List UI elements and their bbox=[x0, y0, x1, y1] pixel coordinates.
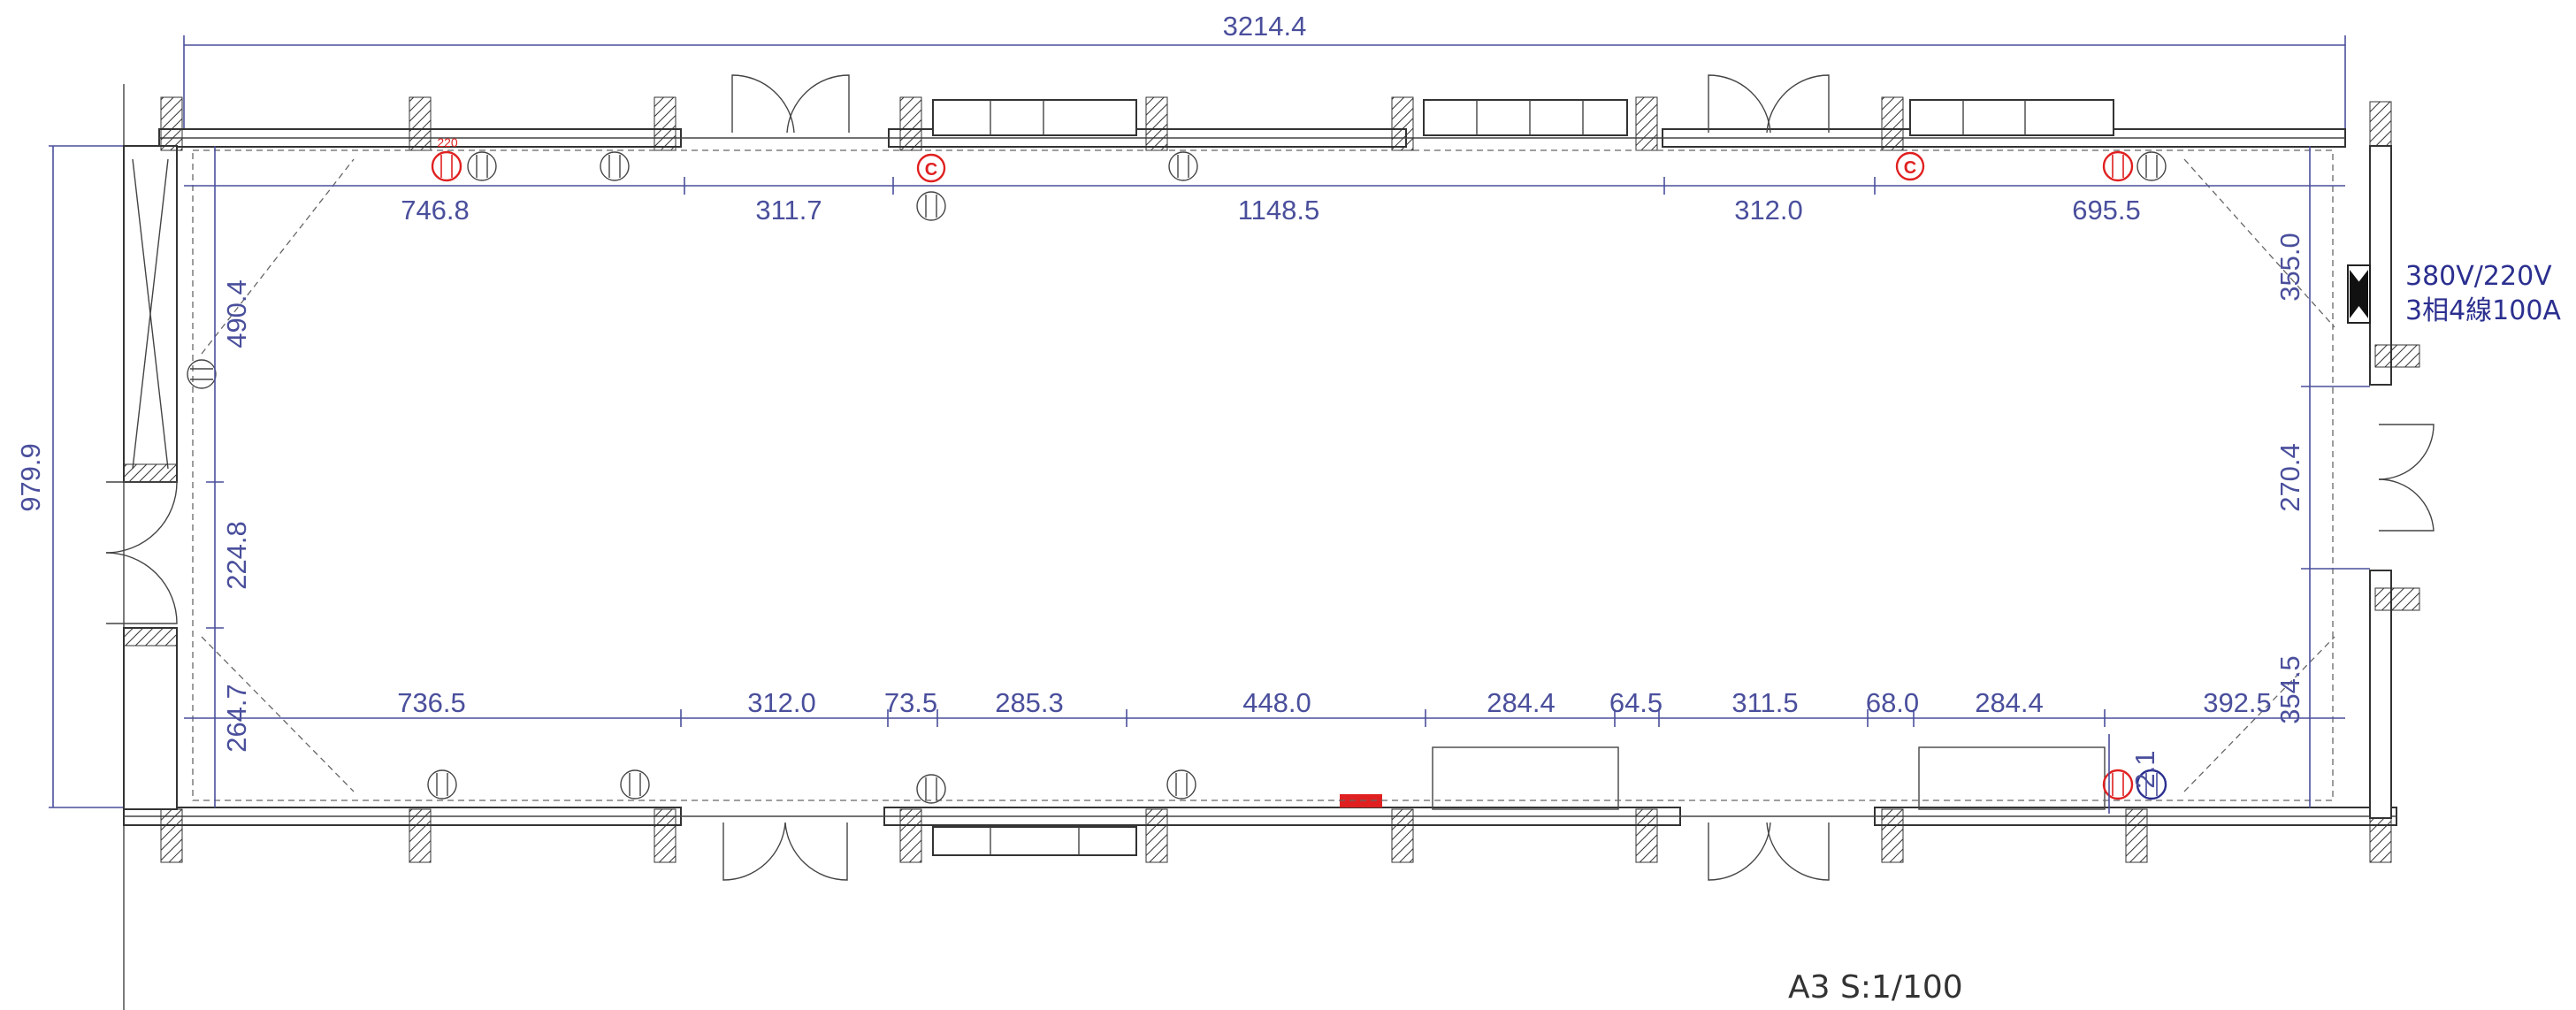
bottom-segment-6: 284.4 bbox=[1487, 687, 1556, 718]
outlet-icon bbox=[620, 769, 650, 800]
c-outlet-icon: C bbox=[1895, 151, 1925, 181]
outlet-icon bbox=[187, 359, 217, 389]
electrical-panel-icon bbox=[2347, 264, 2371, 324]
outlet-icon bbox=[427, 769, 457, 800]
left-segment-3: 264.7 bbox=[221, 684, 252, 753]
bottom-segment-2: 312.0 bbox=[747, 687, 816, 718]
dashed-outline bbox=[192, 149, 2335, 801]
red-outlet-icon bbox=[2102, 769, 2134, 800]
bottom-wall bbox=[123, 746, 2397, 856]
top-segment-3: 1148.5 bbox=[1238, 195, 1320, 226]
outlet-icon bbox=[916, 774, 946, 804]
outlet-icon bbox=[916, 191, 946, 221]
left-segment-2: 224.8 bbox=[221, 521, 252, 590]
red-outlet-icon bbox=[2102, 150, 2134, 182]
top-segment-4: 312.0 bbox=[1734, 195, 1803, 226]
c-outlet-icon: C bbox=[916, 153, 946, 183]
scale-note: A3 S:1/100 bbox=[1788, 969, 1963, 1006]
red-outlet-icon bbox=[431, 150, 462, 182]
bottom-segment-5: 448.0 bbox=[1242, 687, 1311, 718]
bottom-segment-1: 736.5 bbox=[397, 687, 466, 718]
outlet-icon bbox=[600, 151, 630, 181]
bottom-dimension-line: 736.5 312.0 73.5 285.3 448.0 284.4 64.5 … bbox=[184, 687, 2345, 727]
bottom-segment-8: 311.5 bbox=[1731, 687, 1798, 718]
right-wall bbox=[2369, 101, 2420, 863]
left-wall bbox=[123, 145, 178, 810]
top-segment-2: 311.7 bbox=[755, 195, 822, 226]
right-segment-1: 355.0 bbox=[2274, 233, 2305, 302]
overall-width-dimension: 3214.4 bbox=[183, 11, 2346, 146]
top-dimension-line: 746.8 311.7 1148.5 312.0 695.5 bbox=[184, 177, 2345, 226]
bottom-segment-4: 285.3 bbox=[995, 687, 1064, 718]
bottom-segment-3: 73.5 bbox=[884, 687, 937, 718]
outlet-icon bbox=[2136, 151, 2167, 181]
bottom-segment-9: 68.0 bbox=[1866, 687, 1919, 718]
right-segment-2: 270.4 bbox=[2274, 443, 2305, 512]
top-segment-1: 746.8 bbox=[401, 195, 470, 226]
svg-text:C: C bbox=[1904, 158, 1916, 178]
top-wall bbox=[158, 99, 2346, 148]
left-dimension-line: 490.4 224.8 264.7 bbox=[206, 146, 252, 807]
doors bbox=[105, 74, 2435, 881]
outlet-220-label: 220 bbox=[437, 135, 458, 149]
outlet-icon bbox=[1166, 769, 1196, 800]
power-note-line1: 380V/220V bbox=[2405, 261, 2552, 292]
right-dimension-line: 355.0 270.4 354.5 bbox=[2274, 146, 2370, 807]
right-segment-3: 354.5 bbox=[2274, 655, 2305, 724]
outlet-icon bbox=[1168, 151, 1198, 181]
top-segment-5: 695.5 bbox=[2072, 195, 2141, 226]
left-segment-1: 490.4 bbox=[221, 279, 252, 348]
overall-depth-label: 979.9 bbox=[15, 443, 46, 512]
bottom-segment-11: 392.5 bbox=[2203, 687, 2272, 718]
red-outlet-symbols: 220 C C bbox=[431, 135, 2134, 800]
svg-text:C: C bbox=[925, 160, 937, 180]
outlet-symbols bbox=[187, 151, 2167, 804]
bottom-segment-10: 284.4 bbox=[1975, 687, 2044, 718]
small-dimension-label: 2.1 bbox=[2129, 750, 2160, 788]
overall-width-label: 3214.4 bbox=[1223, 11, 1307, 42]
columns bbox=[160, 96, 2148, 863]
outlet-icon bbox=[467, 151, 497, 181]
bottom-segment-7: 64.5 bbox=[1609, 687, 1663, 718]
power-note-line2: 3相4線100A bbox=[2405, 295, 2561, 326]
outlet-icon bbox=[2136, 769, 2167, 800]
